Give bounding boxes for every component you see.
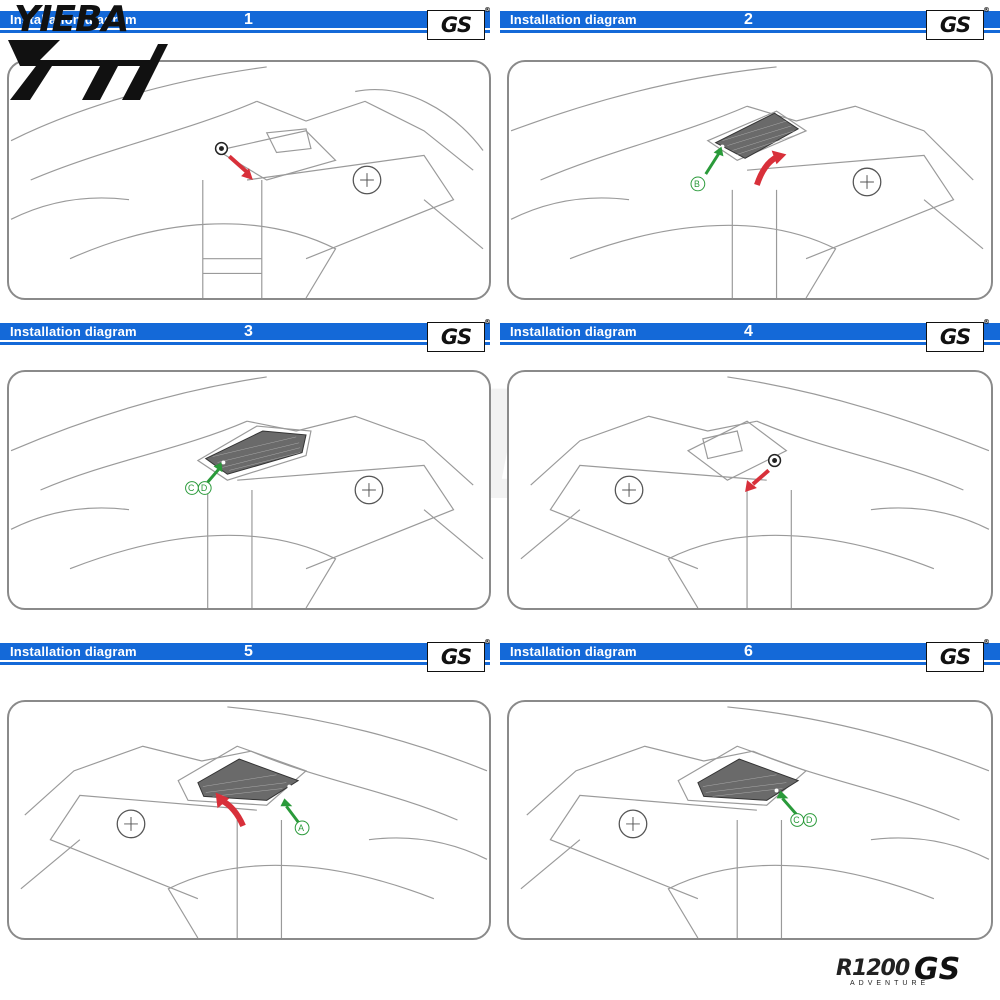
diagram-label: Installation diagram bbox=[10, 644, 137, 659]
edition-text: ADVENTURE bbox=[850, 980, 930, 987]
step-number: 3 bbox=[244, 323, 253, 340]
callout-label: A bbox=[298, 823, 304, 833]
diagram-label: Installation diagram bbox=[510, 324, 637, 339]
footer-model-logo: R1200 GS ADVENTURE bbox=[836, 952, 986, 994]
step-number: 1 bbox=[244, 11, 253, 28]
gs-badge-icon: GS® bbox=[926, 318, 990, 352]
motorcycle-line-drawing: C D bbox=[10, 376, 484, 608]
diagram-panel-5: A bbox=[7, 700, 491, 940]
model-text: R1200 bbox=[836, 956, 910, 981]
callout-label: D bbox=[201, 483, 207, 493]
diagram-panel-4 bbox=[507, 370, 993, 610]
diagram-panel-2: B bbox=[507, 60, 993, 300]
diagram-label: Installation diagram bbox=[510, 12, 637, 27]
diagram-header-2: Installation diagram 2 bbox=[500, 11, 1000, 33]
gs-badge-icon: GS® bbox=[926, 6, 990, 40]
logo-emblem-icon bbox=[8, 40, 168, 100]
diagram-panel-3: C D bbox=[7, 370, 491, 610]
motorcycle-line-drawing: B bbox=[510, 66, 984, 298]
diagram-header-6: Installation diagram 6 bbox=[500, 643, 1000, 665]
diagram-header-3: Installation diagram 3 bbox=[0, 323, 490, 345]
logo-text: YIEBA bbox=[14, 0, 129, 40]
diagram-label: Installation diagram bbox=[10, 324, 137, 339]
callout-label: D bbox=[806, 815, 812, 825]
diagram-header-1: Installation diagram 1 bbox=[0, 11, 490, 33]
step-number: 4 bbox=[744, 323, 753, 340]
gs-badge-icon: GS® bbox=[926, 638, 990, 672]
callout-label: B bbox=[694, 179, 700, 189]
motorcycle-line-drawing bbox=[10, 66, 484, 298]
motorcycle-line-drawing: A bbox=[20, 706, 488, 938]
step-number: 6 bbox=[744, 643, 753, 660]
yieba-logo: YIEBA bbox=[0, 0, 172, 108]
diagram-header-4: Installation diagram 4 bbox=[500, 323, 1000, 345]
diagram-label: Installation diagram bbox=[10, 12, 137, 27]
diagram-header-5: Installation diagram 5 bbox=[0, 643, 490, 665]
step-number: 2 bbox=[744, 11, 753, 28]
callout-label: C bbox=[188, 483, 195, 493]
motorcycle-line-drawing bbox=[520, 376, 990, 608]
diagram-panel-6: C D bbox=[507, 700, 993, 940]
gs-badge-icon: GS® bbox=[427, 638, 491, 672]
series-text: GS bbox=[914, 952, 961, 987]
diagram-panel-1 bbox=[7, 60, 491, 300]
diagram-label: Installation diagram bbox=[510, 644, 637, 659]
gs-badge-icon: GS® bbox=[427, 318, 491, 352]
callout-label: C bbox=[793, 815, 800, 825]
motorcycle-line-drawing: C D bbox=[520, 706, 990, 938]
step-number: 5 bbox=[244, 643, 253, 660]
gs-badge-icon: GS® bbox=[427, 6, 491, 40]
